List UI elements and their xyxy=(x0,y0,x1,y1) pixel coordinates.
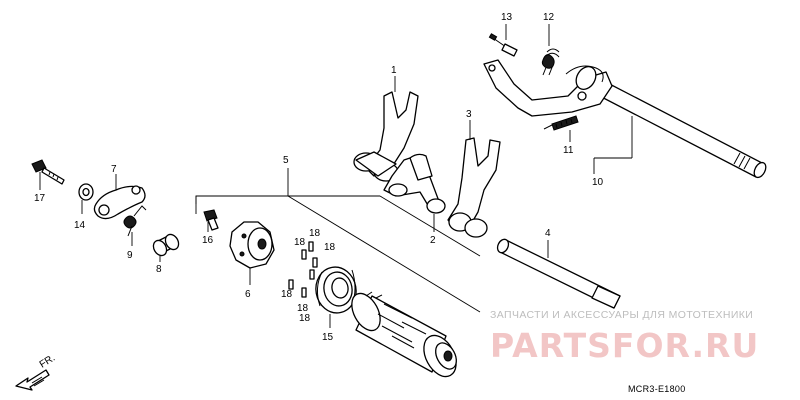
label-17: 17 xyxy=(34,193,46,204)
label-18c: 18 xyxy=(324,242,336,253)
label-14: 14 xyxy=(74,220,86,231)
label-7: 7 xyxy=(111,164,117,175)
watermark-tagline: ЗАПЧАСТИ И АКСЕССУАРЫ ДЛЯ МОТОТЕХНИКИ xyxy=(490,309,753,321)
label-11: 11 xyxy=(563,145,574,156)
label-18f: 18 xyxy=(299,313,311,324)
part-8-collar[interactable] xyxy=(151,232,181,258)
part-9-spring[interactable] xyxy=(123,205,147,237)
label-18a: 18 xyxy=(309,228,321,239)
part-14-washer[interactable] xyxy=(78,183,94,201)
part-7-stopper-arm[interactable] xyxy=(93,185,146,220)
label-12: 12 xyxy=(543,12,555,23)
label-15: 15 xyxy=(322,332,334,343)
label-18e: 18 xyxy=(297,303,309,314)
part-17-bolt[interactable] xyxy=(31,159,65,185)
label-4: 4 xyxy=(545,228,551,239)
label-9: 9 xyxy=(127,250,133,261)
part-16-bolt[interactable] xyxy=(203,209,219,231)
label-8: 8 xyxy=(156,264,162,275)
part-3-shift-fork[interactable] xyxy=(447,137,501,238)
front-direction-arrow-icon xyxy=(15,369,50,391)
shift-drum[interactable] xyxy=(346,289,463,382)
label-18b: 18 xyxy=(294,237,306,248)
part-6-drum-center[interactable] xyxy=(229,221,275,269)
direction-marker: FR. xyxy=(38,353,57,371)
part-12-spring[interactable] xyxy=(541,48,560,76)
part-1-shift-fork[interactable] xyxy=(353,91,419,182)
part-2-shift-fork[interactable] xyxy=(383,153,446,214)
part-11-spring[interactable] xyxy=(543,115,579,131)
part-15-bearing[interactable] xyxy=(312,264,359,316)
label-13: 13 xyxy=(501,12,513,23)
label-10: 10 xyxy=(592,177,604,188)
watermark-brand: PARTSFOR.RU xyxy=(490,326,759,365)
part-10-shift-shaft[interactable] xyxy=(483,59,768,179)
label-2: 2 xyxy=(430,235,436,246)
part-4-fork-shaft[interactable] xyxy=(495,238,621,309)
label-5: 5 xyxy=(283,155,289,166)
label-3: 3 xyxy=(466,109,472,120)
part-13-bolt[interactable] xyxy=(488,33,518,57)
label-6: 6 xyxy=(245,289,251,300)
part-18-pins[interactable] xyxy=(288,241,318,298)
part-5-drum-assembly-outline xyxy=(195,168,481,313)
label-16: 16 xyxy=(202,235,214,246)
label-18d: 18 xyxy=(281,289,293,300)
label-1: 1 xyxy=(391,65,397,76)
diagram-code: MCR3-E1800 xyxy=(628,384,686,394)
